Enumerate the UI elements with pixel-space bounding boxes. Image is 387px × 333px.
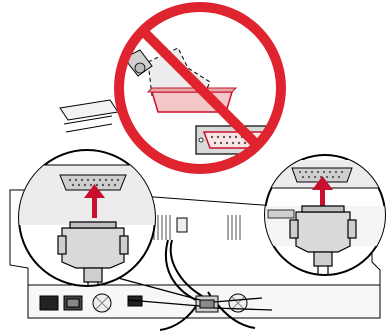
parallel-port-icon <box>59 174 127 191</box>
up-arrow-icon <box>312 176 333 206</box>
serial-plug-icon <box>57 221 129 286</box>
parallel-port-icon <box>291 167 353 183</box>
up-arrow-icon <box>84 184 105 218</box>
left-callout <box>18 149 156 287</box>
serial-plug-icon <box>289 205 357 275</box>
callout-leaders <box>117 277 273 311</box>
parallel-cable-plug <box>114 37 238 113</box>
power-socket <box>39 295 59 311</box>
no-symbol-icon <box>114 2 286 174</box>
prohibited-callout <box>114 2 286 174</box>
